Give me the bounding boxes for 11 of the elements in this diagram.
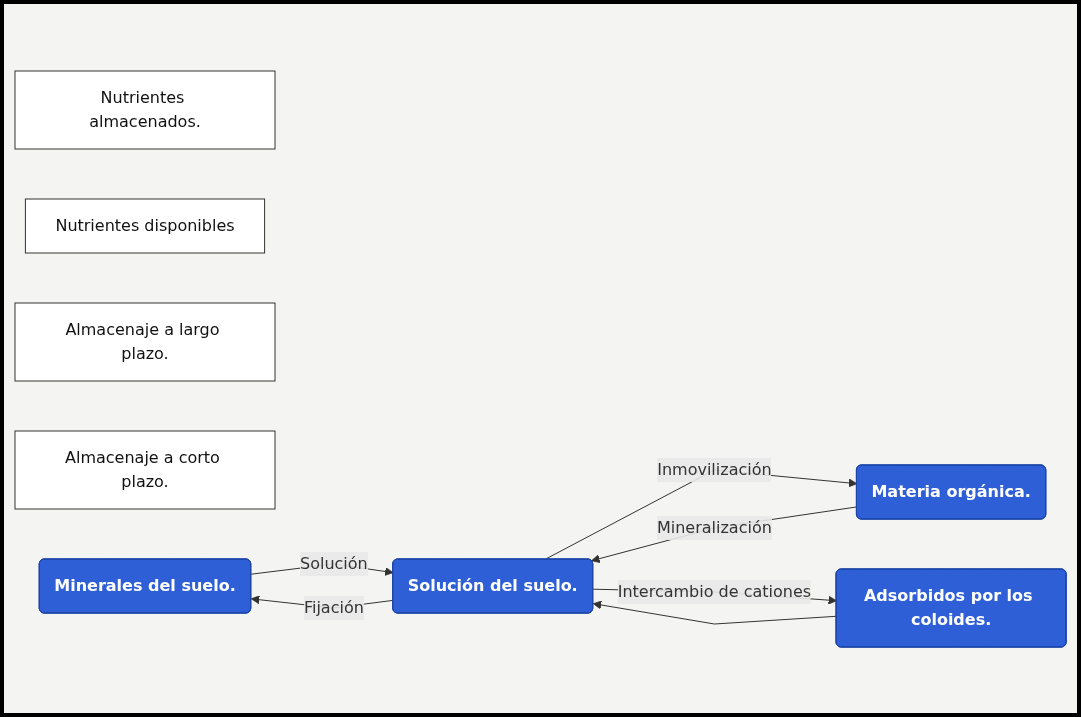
- edge-label: Mineralización: [656, 517, 772, 537]
- edge-label: Intercambio de cationes: [617, 581, 812, 601]
- edge-label: Inmovilización: [657, 459, 772, 479]
- node-box: Nutrientes almacenados.: [14, 70, 276, 149]
- edge-label: Solución: [299, 553, 368, 573]
- edge-label: Fijación: [303, 597, 364, 617]
- node-box: Nutrientes disponibles: [24, 198, 266, 253]
- arrow: [591, 505, 858, 563]
- arrow: [592, 600, 838, 624]
- node-box: Almacenaje a largo plazo.: [14, 302, 276, 381]
- node-box: Almacenaje a corto plazo.: [14, 430, 276, 509]
